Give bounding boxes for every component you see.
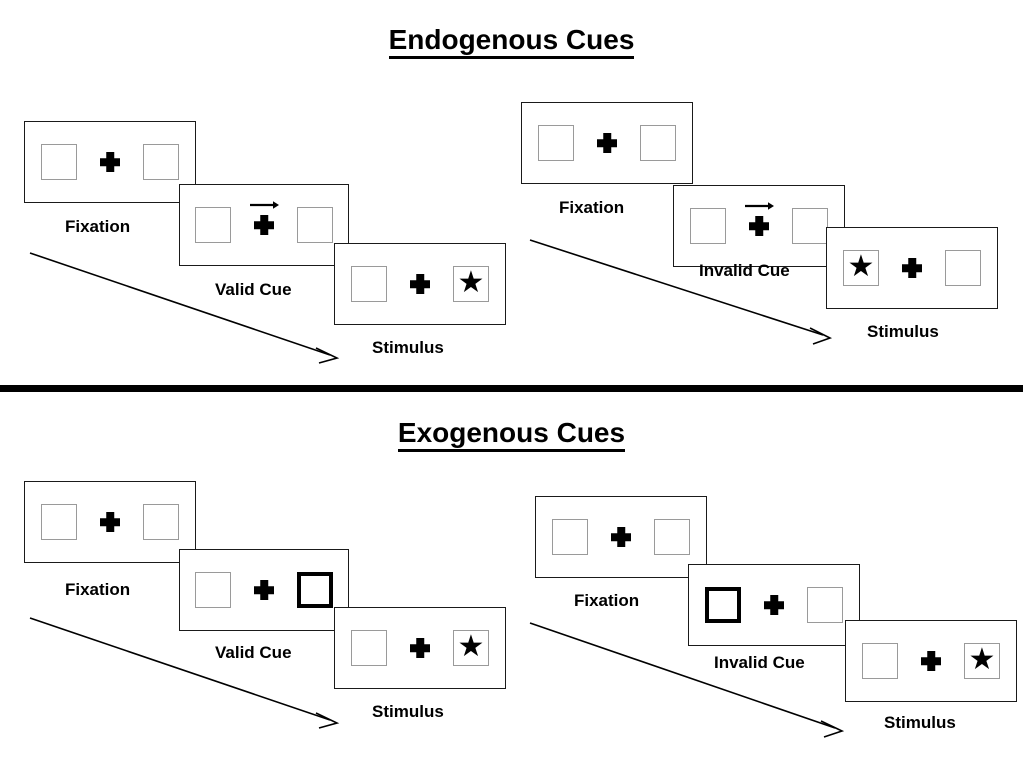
star-icon: ★	[968, 643, 996, 676]
left-box	[538, 125, 574, 161]
panel-endo-valid-stimulus: ★	[334, 243, 506, 325]
panel-content: ★	[335, 608, 505, 688]
section-title-exogenous-text: Exogenous Cues	[397, 417, 626, 452]
star-icon: ★	[847, 250, 875, 283]
fixation-cross-icon	[763, 594, 785, 616]
panel-endo-invalid-fixation	[521, 102, 693, 184]
fixation-cross-icon	[409, 273, 431, 295]
panel-exo-invalid-stimulus: ★	[845, 620, 1017, 702]
right-box	[143, 504, 179, 540]
caption-endo-invalid-stimulus: Stimulus	[867, 322, 939, 341]
left-box	[195, 572, 231, 608]
right-box	[945, 250, 981, 286]
fixation-cross-icon	[745, 202, 774, 237]
panel-content	[25, 122, 195, 202]
fixation-cross-icon	[99, 511, 121, 533]
caption-endo-valid-fixation: Fixation	[65, 217, 131, 236]
panel-content	[180, 185, 348, 265]
left-box	[195, 207, 231, 243]
panel-content	[25, 482, 195, 562]
left-box	[41, 504, 77, 540]
section-title-endogenous-text: Endogenous Cues	[388, 24, 635, 59]
panel-endo-invalid-stimulus: ★	[826, 227, 998, 309]
panel-endo-valid-cue	[179, 184, 349, 266]
left-box-cued	[705, 587, 741, 623]
fixation-cross-icon	[253, 579, 275, 601]
fixation-cross-icon	[596, 132, 618, 154]
caption-endo-invalid-fixation: Fixation	[559, 198, 625, 217]
right-box	[807, 587, 843, 623]
star-icon: ★	[457, 630, 485, 663]
left-box	[351, 630, 387, 666]
right-box	[792, 208, 828, 244]
panel-content	[674, 186, 844, 266]
right-box	[640, 125, 676, 161]
caption-exo-valid-fixation: Fixation	[65, 580, 131, 599]
caption-endo-invalid-cue: Invalid Cue	[699, 261, 790, 280]
panel-content	[689, 565, 859, 645]
section-title-exogenous: Exogenous Cues	[0, 417, 1023, 452]
panel-exo-valid-stimulus: ★	[334, 607, 506, 689]
left-box: ★	[843, 250, 879, 286]
panel-exo-invalid-fixation	[535, 496, 707, 578]
fixation-cross-icon	[920, 650, 942, 672]
caption-exo-invalid-stimulus: Stimulus	[884, 713, 956, 732]
section-title-endogenous: Endogenous Cues	[0, 24, 1023, 59]
panel-exo-valid-cue	[179, 549, 349, 631]
fixation-cross-icon	[250, 201, 279, 236]
left-box	[351, 266, 387, 302]
fixation-cross-icon	[99, 151, 121, 173]
right-box	[297, 207, 333, 243]
right-box: ★	[453, 630, 489, 666]
panel-content	[536, 497, 706, 577]
cue-arrow-right-icon	[250, 201, 279, 209]
panel-content	[180, 550, 348, 630]
caption-exo-valid-cue: Valid Cue	[215, 643, 292, 662]
panel-content: ★	[846, 621, 1016, 701]
left-box	[552, 519, 588, 555]
fixation-cross-icon	[409, 637, 431, 659]
panel-exo-valid-fixation	[24, 481, 196, 563]
cue-arrow-right-icon	[745, 202, 774, 210]
left-box	[41, 144, 77, 180]
panel-content	[522, 103, 692, 183]
fixation-cross-icon	[610, 526, 632, 548]
panel-endo-invalid-cue	[673, 185, 845, 267]
panel-exo-invalid-cue	[688, 564, 860, 646]
right-box: ★	[453, 266, 489, 302]
caption-exo-valid-stimulus: Stimulus	[372, 702, 444, 721]
left-box	[690, 208, 726, 244]
right-box: ★	[964, 643, 1000, 679]
right-box-cued	[297, 572, 333, 608]
panel-content: ★	[335, 244, 505, 324]
caption-endo-valid-cue: Valid Cue	[215, 280, 292, 299]
panel-endo-valid-fixation	[24, 121, 196, 203]
right-box	[143, 144, 179, 180]
left-box	[862, 643, 898, 679]
section-divider	[0, 385, 1023, 392]
fixation-cross-icon	[901, 257, 923, 279]
caption-exo-invalid-cue: Invalid Cue	[714, 653, 805, 672]
panel-content: ★	[827, 228, 997, 308]
right-box	[654, 519, 690, 555]
star-icon: ★	[457, 266, 485, 299]
caption-endo-valid-stimulus: Stimulus	[372, 338, 444, 357]
caption-exo-invalid-fixation: Fixation	[574, 591, 640, 610]
